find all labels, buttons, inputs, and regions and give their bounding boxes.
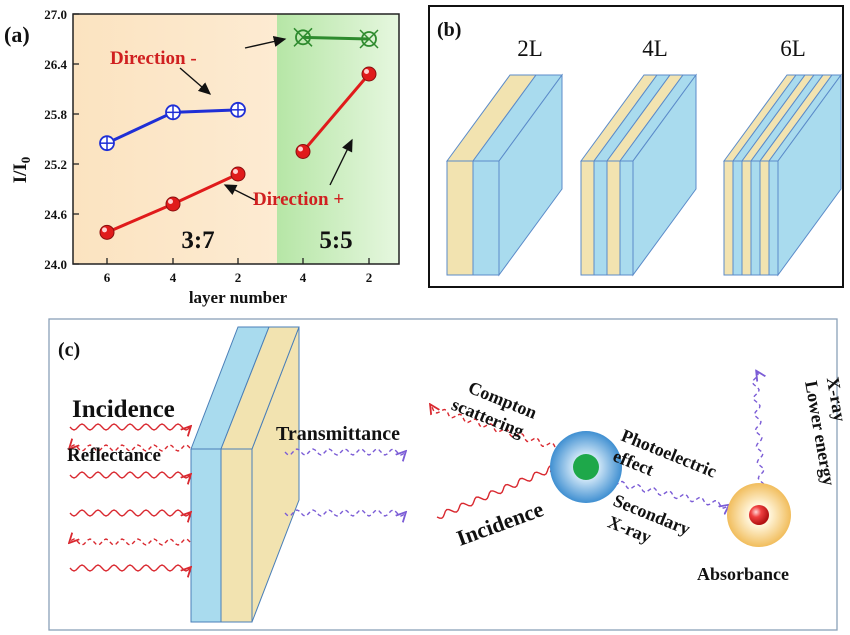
plot-frame — [72, 13, 400, 265]
data-point — [99, 135, 115, 152]
y-axis-title: I/I0 — [10, 157, 33, 184]
data-point — [293, 27, 313, 47]
direction-minus-label: Direction - — [110, 48, 197, 69]
arrow-to-red-series-right — [329, 138, 353, 186]
transmitted-wave — [284, 509, 405, 516]
absorber-core — [749, 505, 769, 525]
incident-wave — [69, 509, 190, 516]
atom-core — [573, 454, 599, 480]
layer-front — [580, 160, 595, 276]
x-tick-label: 4 — [300, 270, 307, 285]
y-tick-label: 24.0 — [44, 257, 67, 272]
layer-front — [593, 160, 608, 276]
x-tick-label: 4 — [170, 270, 177, 285]
layer-front — [619, 160, 634, 276]
panel-c-label: (c) — [58, 339, 80, 361]
material-slab — [190, 326, 300, 623]
ratio-label-3-7: 3:7 — [181, 227, 214, 254]
layer-front — [732, 160, 743, 276]
lower-energy-wave — [751, 372, 765, 491]
data-point — [165, 196, 181, 212]
reflectance-label: Reflectance — [67, 445, 161, 466]
layer-side — [632, 73, 697, 277]
y-tick-label: 27.0 — [44, 7, 67, 22]
x-tick-label: 2 — [235, 270, 242, 285]
plot-area-right-bg — [277, 14, 399, 264]
y-tick-label: 26.4 — [44, 57, 67, 72]
panel-c: (c) Incidence Reflectance Transmittance … — [48, 318, 850, 631]
incidence-left-label: Incidence — [72, 396, 175, 423]
incident-wave — [69, 564, 190, 571]
layer-front — [472, 160, 500, 276]
stack-4L: 4L — [580, 36, 697, 277]
data-point — [230, 166, 246, 182]
stack-title: 4L — [642, 36, 668, 61]
stack-title: 6L — [780, 36, 806, 61]
x-axis-title: layer number — [189, 288, 288, 307]
reflected-wave — [70, 539, 191, 546]
data-point — [99, 224, 115, 240]
transmittance-label: Transmittance — [276, 423, 400, 445]
layer-side — [498, 73, 563, 277]
incident-wave — [69, 423, 190, 430]
panel-b: (b) 2L 4L 6L — [428, 5, 844, 288]
layer-front — [446, 160, 474, 276]
stack-2L: 2L — [446, 36, 563, 277]
x-tick-label: 6 — [104, 270, 111, 285]
arrow-to-blue-series — [179, 67, 212, 95]
y-tick-label: 25.2 — [44, 157, 67, 172]
series-line — [302, 35, 370, 41]
series-line — [301, 73, 371, 153]
chart-series — [99, 27, 379, 240]
data-point — [230, 101, 246, 118]
wave-arrows — [70, 372, 765, 571]
incident-wave-atom — [436, 466, 559, 519]
ratio-label-5-5: 5:5 — [319, 227, 352, 254]
layer-front — [741, 160, 752, 276]
data-point — [361, 66, 377, 82]
x-axis: 6 4 2 4 2 — [104, 258, 373, 285]
layer-side — [777, 73, 842, 277]
arrow-to-green-series — [244, 35, 287, 49]
layer-front — [750, 160, 761, 276]
secondary-xray-wave — [609, 480, 728, 509]
layer-front — [768, 160, 779, 276]
data-point — [295, 144, 311, 159]
panel-a-label: (a) — [4, 22, 30, 47]
layer-front — [759, 160, 770, 276]
layer-stacks: 2L 4L 6L — [446, 36, 842, 277]
panel-b-label: (b) — [437, 19, 461, 41]
direction-plus-label: Direction + — [253, 189, 344, 210]
panel-c-frame — [48, 318, 838, 631]
x-tick-label: 2 — [366, 270, 373, 285]
layer-front — [723, 160, 734, 276]
data-point — [359, 29, 379, 49]
data-point — [165, 104, 181, 121]
y-tick-label: 24.6 — [44, 207, 67, 222]
y-axis: 24.0 24.6 25.2 25.8 26.4 27.0 — [44, 7, 79, 272]
stack-title: 2L — [517, 36, 543, 61]
arrow-to-red-series-left — [223, 184, 256, 201]
incident-wave — [69, 471, 190, 478]
transmitted-wave — [284, 448, 405, 455]
stack-6L: 6L — [723, 36, 842, 277]
reflected-wave — [70, 445, 191, 452]
layer-front — [606, 160, 621, 276]
absorbance-label: Absorbance — [697, 564, 789, 584]
y-tick-label: 25.8 — [44, 107, 67, 122]
